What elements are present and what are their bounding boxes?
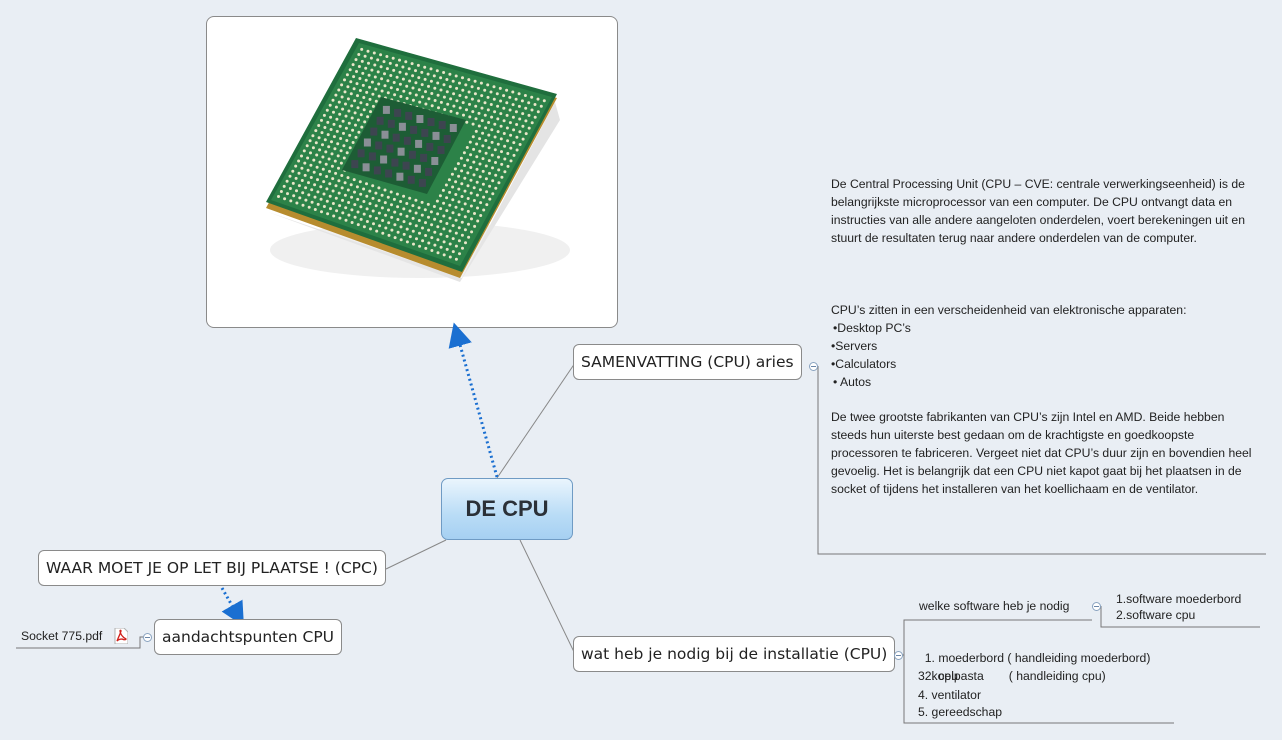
pdf-file-icon[interactable] [114, 628, 128, 644]
collapse-software-icon[interactable] [1092, 602, 1101, 611]
note-device-item: •Calculators [831, 357, 897, 371]
attachment-socket-pdf[interactable]: Socket 775.pdf [21, 627, 102, 645]
install-item-label: 4. ventilator [918, 688, 982, 702]
note-paragraph-3: De twee grootste fabrikanten van CPU’s z… [831, 410, 1252, 496]
topic-aandacht[interactable]: aandachtspunten CPU [154, 619, 343, 655]
branch-waar [385, 539, 447, 570]
install-item-label: 3. koelpasta [918, 669, 984, 683]
topic-installatie[interactable]: wat heb je nodig bij de installatie (CPU… [573, 636, 896, 672]
note-device-item: •Servers [831, 339, 878, 353]
software-item-label: 2.software cpu [1116, 608, 1196, 622]
topic-aandacht-label: aandachtspunten CPU [162, 628, 335, 646]
collapse-aandacht-icon[interactable] [143, 633, 152, 642]
note-manufacturers: De twee grootste fabrikanten van CPU’s z… [831, 408, 1263, 498]
install-item[interactable]: 3. koelpasta [918, 667, 984, 685]
install-item[interactable]: 5. gereedschap [918, 703, 1002, 721]
central-topic[interactable]: DE CPU [441, 478, 573, 540]
branch-samenvatting [496, 362, 576, 479]
topic-waar-label: WAAR MOET JE OP LET BIJ PLAATSE ! (CPC) [46, 559, 378, 577]
note-samenvatting: De Central Processing Unit (CPU – CVE: c… [831, 175, 1261, 247]
collapse-installatie-icon[interactable] [894, 651, 903, 660]
software-item[interactable]: 2.software cpu [1116, 606, 1195, 624]
topic-samenvatting-label: SAMENVATTING (CPU) aries [581, 353, 794, 371]
attachment-label: Socket 775.pdf [21, 629, 103, 643]
note-paragraph-2-intro: CPU’s zitten in een verscheidenheid van … [831, 303, 1187, 317]
note-devices: CPU’s zitten in een verscheidenheid van … [831, 301, 1261, 391]
install-item-label: 5. gereedschap [918, 705, 1003, 719]
collapse-samenvatting-icon[interactable] [809, 362, 818, 371]
note-device-item: • Autos [833, 375, 872, 389]
relation-arrow-image [448, 322, 499, 478]
note-device-item: •Desktop PC’s [833, 321, 911, 335]
topic-waar[interactable]: WAAR MOET JE OP LET BIJ PLAATSE ! (CPC) [38, 550, 386, 586]
image-topic-frame[interactable] [206, 16, 618, 328]
install-item[interactable]: 4. ventilator [918, 686, 981, 704]
central-topic-label: DE CPU [465, 496, 549, 521]
note-paragraph-1: De Central Processing Unit (CPU – CVE: c… [831, 177, 1245, 245]
subtopic-software-label: welke software heb je nodig [919, 599, 1070, 613]
relation-arrow-aandacht [220, 587, 244, 627]
topic-samenvatting[interactable]: SAMENVATTING (CPU) aries [573, 344, 802, 380]
software-item-label: 1.software moederbord [1116, 592, 1242, 606]
subtopic-software[interactable]: welke software heb je nodig [919, 597, 1069, 615]
topic-installatie-label: wat heb je nodig bij de installatie (CPU… [581, 645, 888, 663]
branch-installatie [519, 539, 576, 655]
software-item[interactable]: 1.software moederbord [1116, 590, 1241, 608]
